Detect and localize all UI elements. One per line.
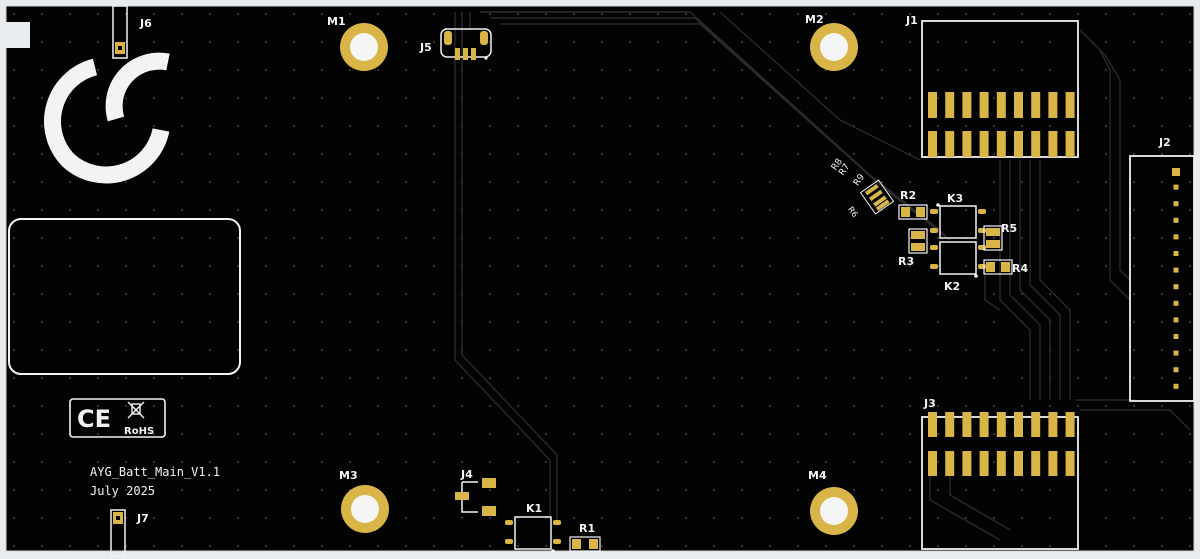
j1-label: J1 [905, 14, 918, 27]
r1-label: R1 [579, 522, 595, 535]
j3-pad [962, 451, 972, 476]
j6-label: J6 [139, 17, 152, 30]
connector-j6: J6 [112, 5, 152, 59]
j3-pad [1065, 412, 1075, 437]
k1-label: K1 [526, 502, 542, 515]
m1-label: M1 [327, 15, 346, 28]
j3-pad [1014, 451, 1023, 476]
j3-pad [979, 451, 989, 476]
j3-pad [928, 412, 937, 437]
j7-label: J7 [136, 512, 149, 525]
j2-pad [1173, 300, 1179, 306]
j1-pad [962, 131, 972, 157]
j1-pad [962, 92, 972, 118]
j1-pad [1031, 92, 1041, 118]
r2-label: R2 [900, 189, 916, 202]
j1-pad [1048, 92, 1058, 118]
j1-pad [996, 131, 1006, 157]
j1-pad [928, 92, 937, 118]
connector-j2: J2 [1129, 136, 1195, 402]
ic-k3: K3 [930, 192, 986, 239]
j1-pad [1031, 131, 1041, 157]
j4-label: J4 [460, 468, 473, 481]
j2-pad [1173, 317, 1179, 323]
resistor-r2: R2 [898, 189, 928, 220]
k2-label: K2 [944, 280, 960, 293]
j3-pad [1065, 451, 1075, 476]
j2-pad [1173, 201, 1179, 207]
j1-pad [979, 92, 989, 118]
m4-label: M4 [808, 469, 827, 482]
j2-pad [1173, 367, 1179, 373]
j1-pad [1048, 131, 1058, 157]
ce-mark: CE [77, 405, 111, 433]
j1-pad [1065, 92, 1075, 118]
j2-pad [1173, 350, 1179, 356]
compliance-mark: CE RoHS [69, 398, 166, 438]
resistor-array: R6 [846, 179, 895, 219]
resistor-r4: R4 [983, 259, 1028, 275]
resistor-r5: R5 [983, 222, 1017, 251]
j2-label: J2 [1158, 136, 1171, 149]
j1-pad [945, 92, 955, 118]
m3-label: M3 [339, 469, 358, 482]
r5-label: R5 [1001, 222, 1017, 235]
j2-pad [1173, 251, 1179, 256]
j1-pad [979, 131, 989, 157]
j1-pad [1014, 131, 1023, 157]
j2-pad [1173, 267, 1179, 273]
j3-pad [996, 451, 1006, 476]
via-field [6, 6, 1194, 551]
connector-j5: J5 [419, 28, 492, 60]
board-date: July 2025 [90, 484, 155, 498]
j2-pad [1173, 217, 1179, 223]
mount-hole-m4: M4 [808, 469, 858, 535]
edge-tab [0, 22, 30, 48]
mount-hole-m2: M2 [805, 13, 858, 71]
j3-pad [1031, 412, 1041, 437]
j3-pad [962, 412, 972, 437]
ic-k1: K1 [505, 502, 561, 553]
j3-label: J3 [923, 397, 936, 410]
company-logo-icon [44, 52, 170, 184]
j1-pad [928, 131, 937, 157]
j3-pad [928, 451, 937, 476]
j3-pad [1048, 451, 1058, 476]
connector-j4: J4 [455, 468, 496, 516]
r4-label: R4 [1012, 262, 1028, 275]
connector-j7: J7 [110, 509, 149, 557]
j3-pad [945, 451, 955, 476]
j3-pad [979, 412, 989, 437]
j3-pad [945, 412, 955, 437]
j5-label: J5 [419, 41, 432, 54]
mount-hole-m1: M1 [327, 15, 388, 71]
j3-pad [996, 412, 1006, 437]
j2-pad [1172, 168, 1180, 176]
r3-label: R3 [898, 255, 914, 268]
j3-pad [1031, 451, 1041, 476]
rohs-mark: RoHS [124, 426, 154, 437]
resistor-r3: R3 [898, 228, 928, 268]
j3-pad [1048, 412, 1058, 437]
resistor-r1: R1 [569, 522, 601, 552]
j2-pad [1173, 383, 1179, 389]
j2-pad [1173, 334, 1179, 339]
j2-pad [1173, 284, 1179, 290]
j1-pad [996, 92, 1006, 118]
label-area-outline [8, 218, 241, 375]
k3-label: K3 [947, 192, 963, 205]
board-name: AYG_Batt_Main_V1.1 [90, 465, 220, 479]
j1-pad [1065, 131, 1075, 157]
m2-label: M2 [805, 13, 824, 26]
j1-pad [1014, 92, 1023, 118]
crossed-bin-icon [127, 401, 145, 419]
j2-pad [1173, 234, 1179, 240]
pad-groups [928, 92, 1180, 476]
j3-pad [1014, 412, 1023, 437]
mount-hole-m3: M3 [339, 469, 389, 533]
j2-pad [1173, 184, 1179, 190]
j1-pad [945, 131, 955, 157]
